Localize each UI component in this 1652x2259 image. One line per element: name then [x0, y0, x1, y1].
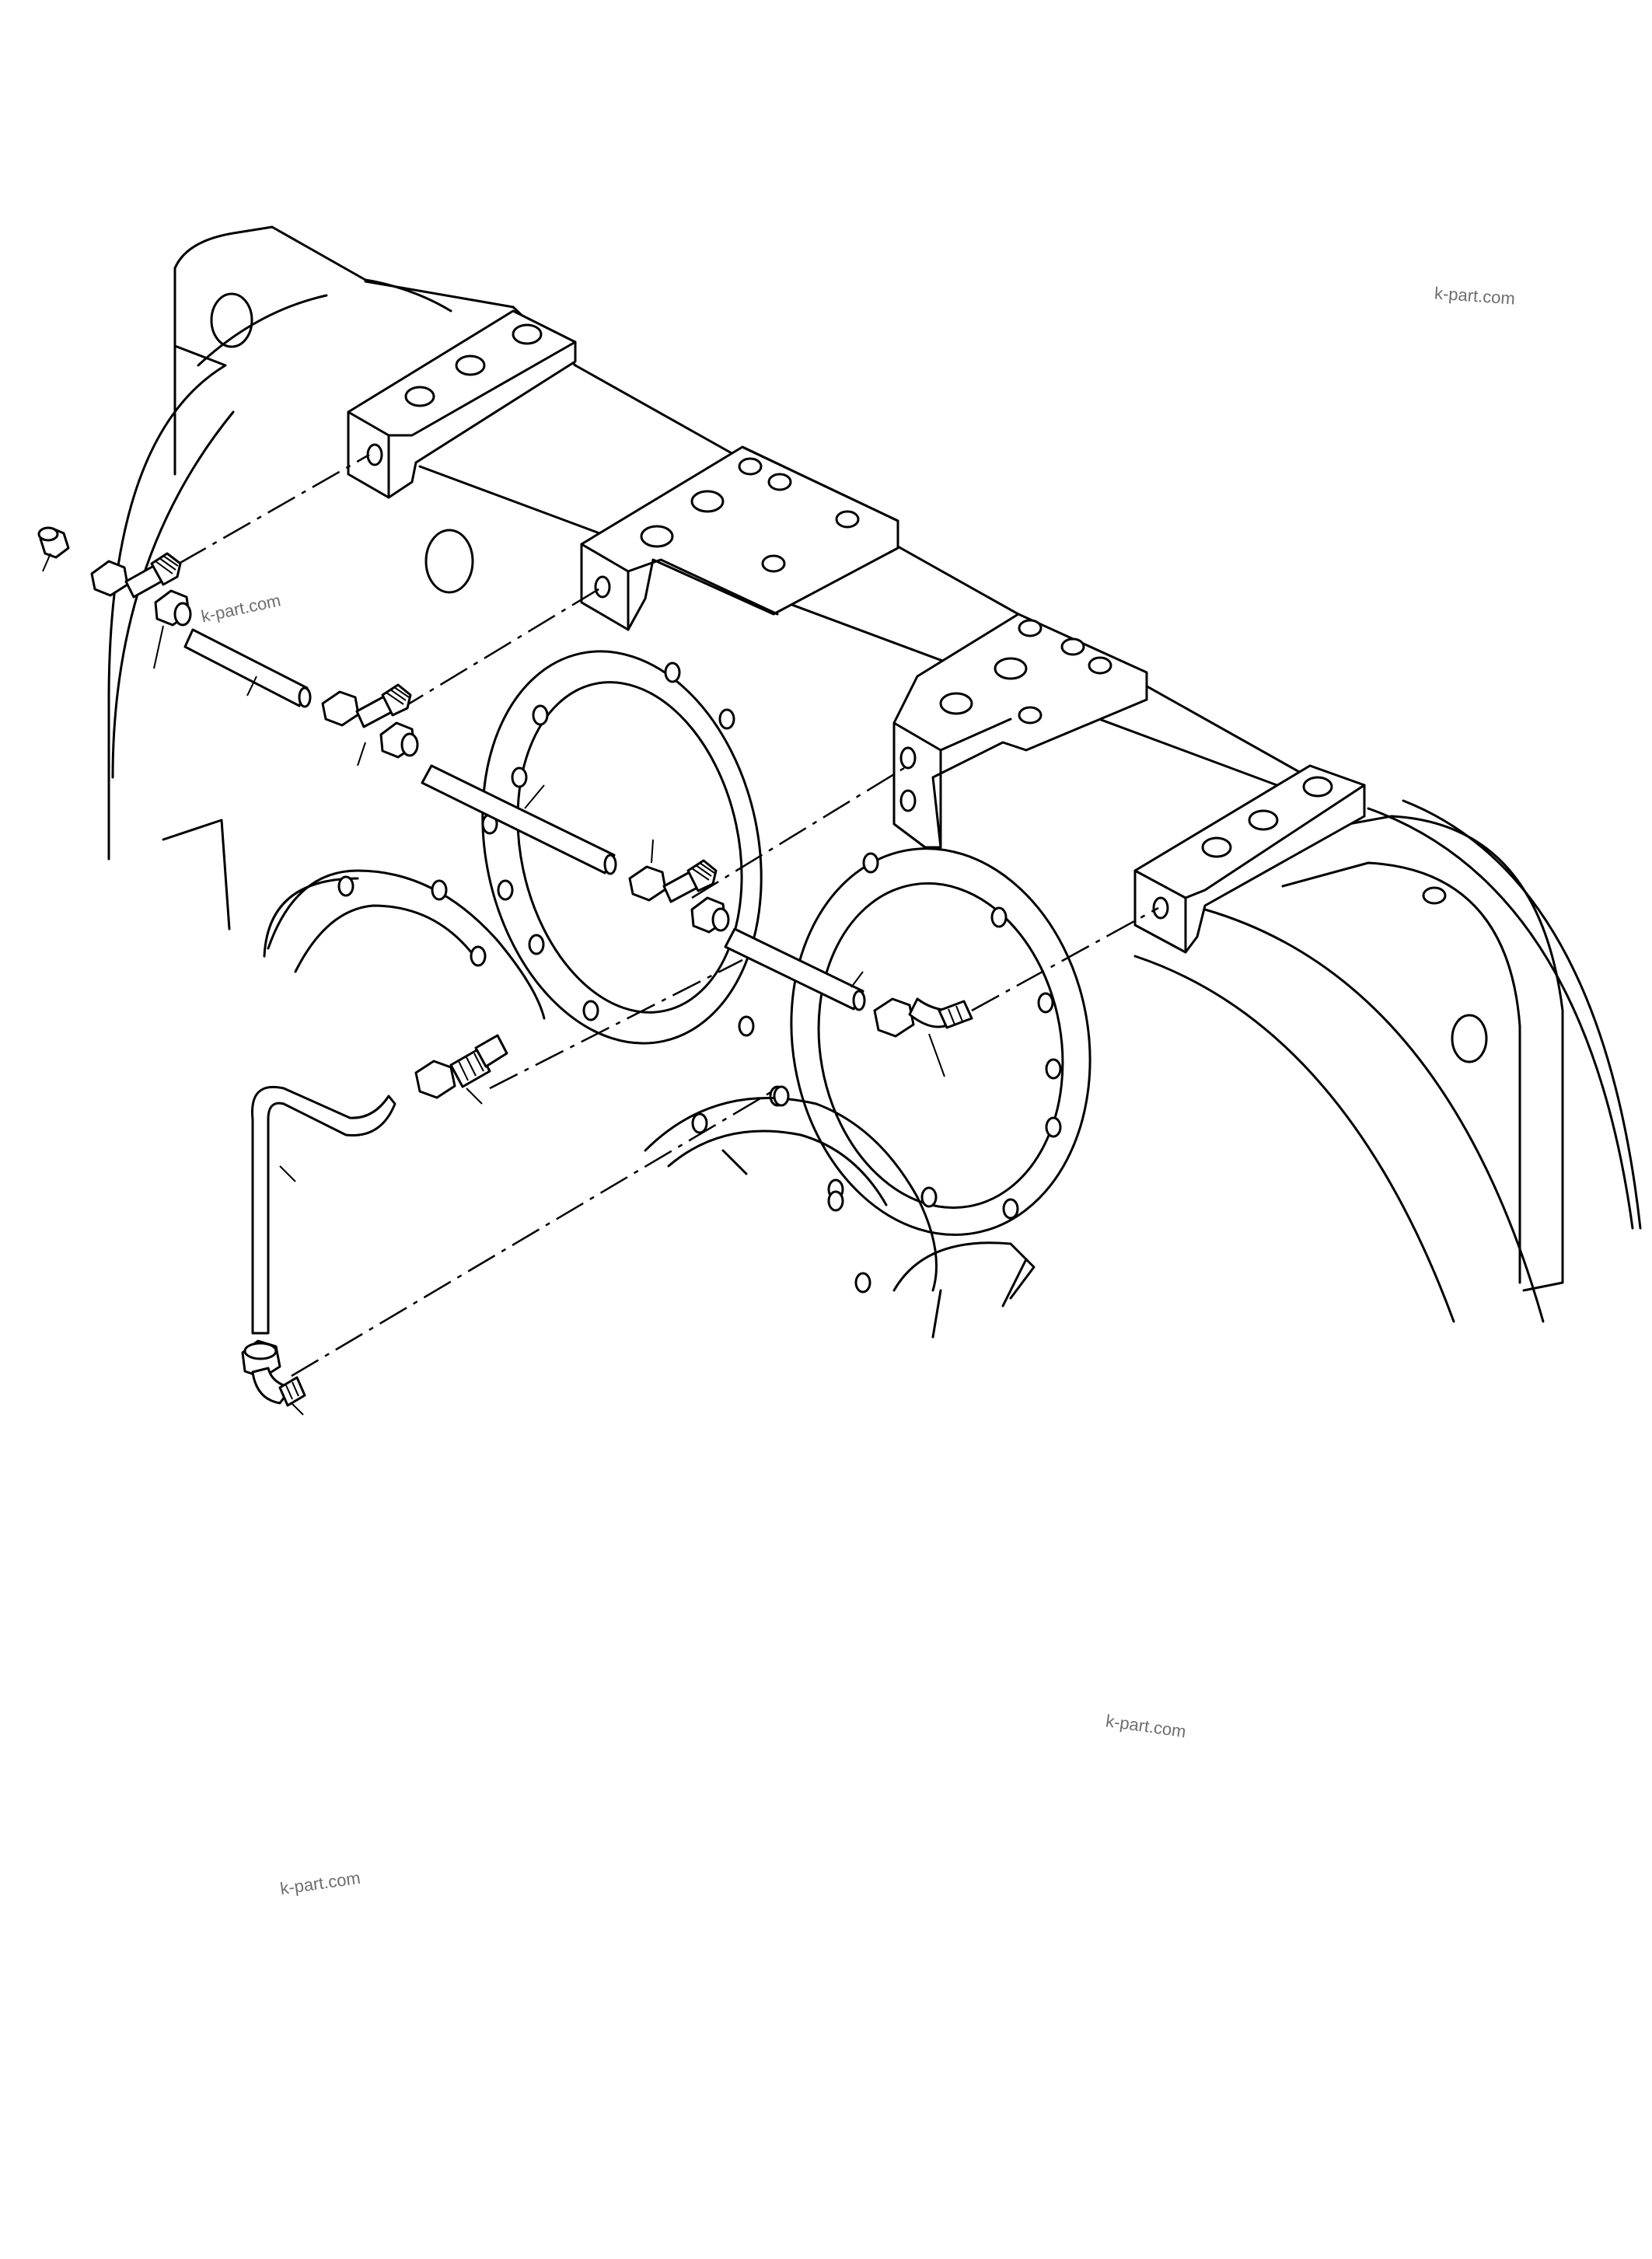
tee-fitting-1 [90, 552, 192, 627]
front-bore-flange [481, 650, 763, 1045]
bracket-4 [1133, 764, 1366, 954]
tube-2 [421, 764, 617, 875]
left-lower-bore [263, 875, 487, 967]
straight-connector [414, 1034, 508, 1099]
assembly-center-lines [178, 453, 1159, 1377]
bracket-2 [580, 445, 899, 631]
rear-bore-flange [738, 847, 1091, 1236]
tube-1 [183, 628, 312, 708]
bracket-1 [347, 309, 577, 499]
elbow-fitting-1 [873, 997, 973, 1038]
bent-tube [251, 1085, 396, 1335]
plug-fitting [37, 526, 70, 559]
tee-fitting-3 [628, 859, 730, 934]
tee-fitting-2 [321, 683, 419, 759]
bracket-3 [892, 613, 1148, 849]
elbow-fitting-2 [241, 1339, 306, 1407]
lower-bore-flange [644, 1085, 938, 1294]
leader-lines [42, 553, 945, 1416]
tube-3 [724, 927, 866, 1011]
